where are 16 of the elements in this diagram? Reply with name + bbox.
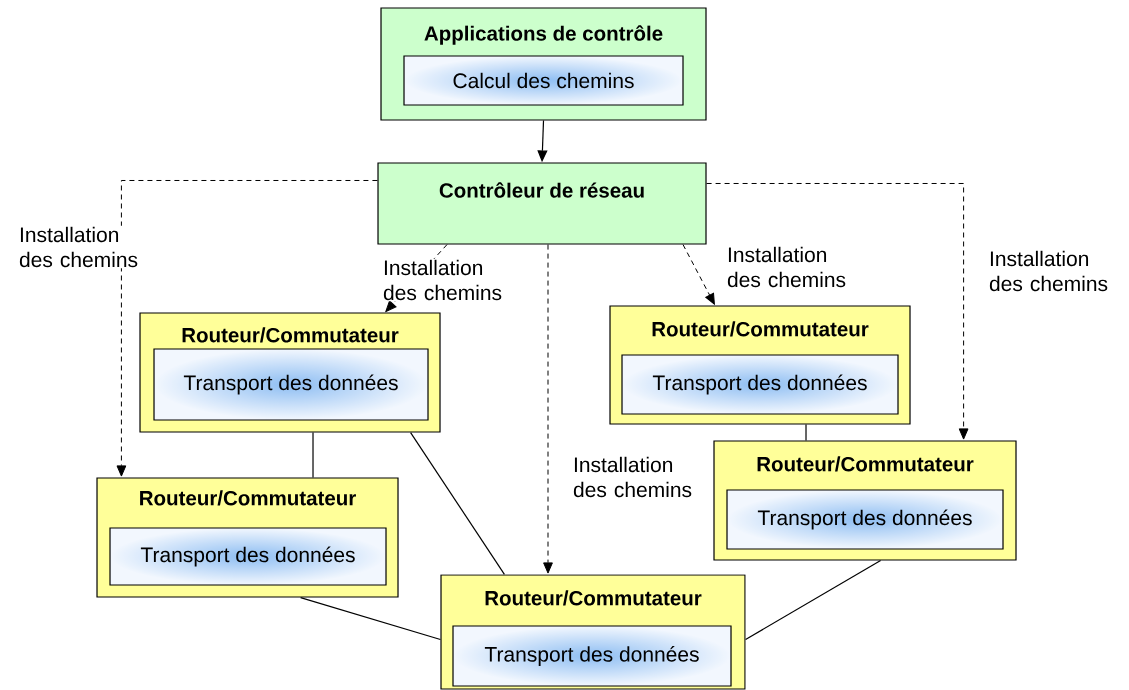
edge-label: Installation des chemins	[572, 455, 702, 499]
edge-label: Installation des chemins	[726, 245, 856, 289]
function-box: Transport des données	[726, 489, 1004, 550]
function-box: Transport des données	[452, 625, 732, 687]
function-box: Transport des données	[621, 354, 899, 415]
edge-label: Installation des chemins	[18, 225, 148, 269]
arrow	[682, 244, 715, 305]
edge-label: Installation des chemins	[988, 249, 1118, 293]
function-box: Transport des données	[109, 527, 387, 586]
arrow	[543, 244, 553, 574]
function-box: Calcul des chemins	[403, 55, 684, 106]
function-box: Transport des données	[153, 348, 429, 421]
arrow	[706, 183, 969, 440]
edge-label: Installation des chemins	[382, 258, 512, 302]
arrow	[116, 180, 378, 477]
controller-box: Contrôleur de réseau	[377, 162, 707, 245]
